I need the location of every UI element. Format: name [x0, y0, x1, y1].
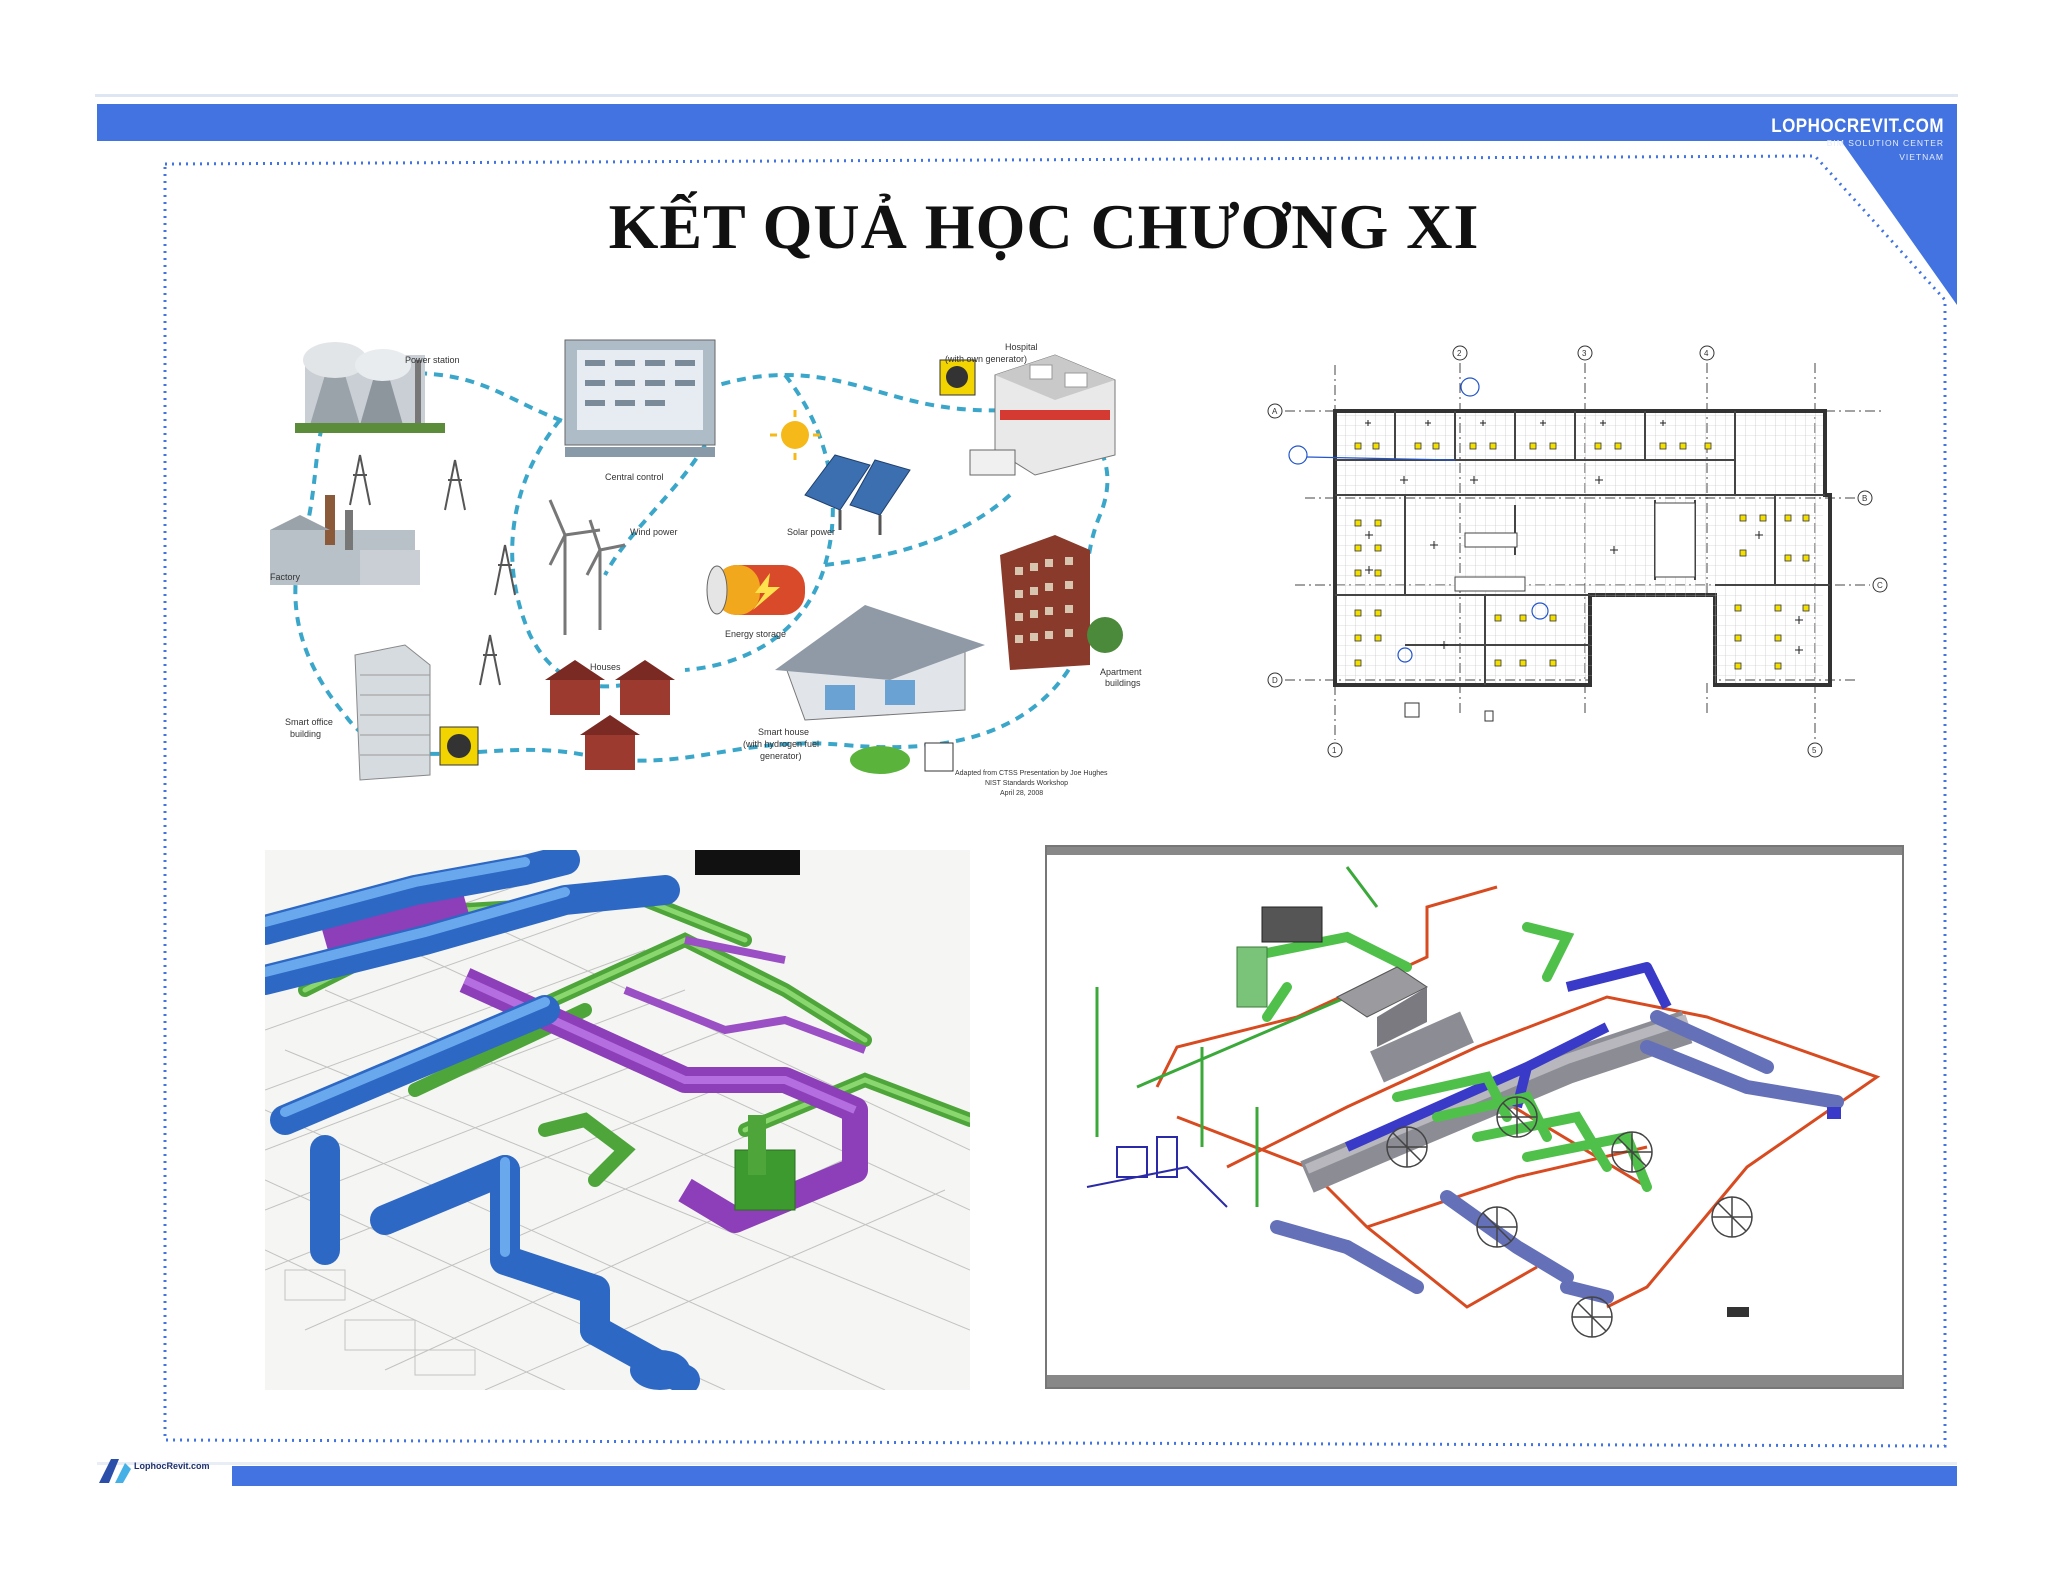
slide-title: KẾT QUẢ HỌC CHƯƠNG XI — [608, 191, 1480, 262]
footer-logo-icon — [99, 1459, 131, 1483]
svg-text:buildings: buildings — [1105, 678, 1141, 688]
brand-logo: LOPHOCREVIT.COM BIM SOLUTION CENTER VIET… — [1771, 114, 1944, 164]
svg-text:Apartment: Apartment — [1100, 667, 1142, 677]
svg-text:Houses: Houses — [590, 662, 621, 672]
brand-subtitle-2: VIETNAM — [1899, 152, 1944, 162]
smart-house-icon: Smart house (with hydrogen fuel generato… — [743, 605, 985, 774]
brand-name: LOPHOCREVIT.COM — [1771, 114, 1944, 137]
top-rule — [95, 94, 1958, 97]
duct-system-3d-view — [265, 850, 970, 1390]
svg-text:D: D — [1272, 676, 1278, 685]
smart-grid-illustration: Power station Factory — [265, 335, 1165, 810]
apartment-icon: Apartment buildings — [1000, 535, 1142, 688]
svg-text:Smart office: Smart office — [285, 717, 333, 727]
svg-text:Solar power: Solar power — [787, 527, 835, 537]
footer-logo-text: LophocRevit.com — [134, 1461, 210, 1471]
svg-text:generator): generator) — [760, 751, 802, 761]
svg-text:Factory: Factory — [270, 572, 301, 582]
mep-model-3d-view — [1045, 845, 1904, 1389]
svg-text:A: A — [1272, 407, 1278, 416]
solar-power-icon: Solar power — [770, 410, 911, 537]
svg-text:(with own generator): (with own generator) — [945, 354, 1027, 364]
hospital-icon: Hospital (with own generator) — [939, 342, 1116, 476]
svg-text:4: 4 — [1704, 349, 1709, 358]
svg-text:Power station: Power station — [405, 355, 460, 365]
top-accent-bar — [97, 104, 1957, 141]
footer-accent-bar — [232, 1466, 1957, 1486]
svg-text:C: C — [1877, 581, 1883, 590]
power-station-icon: Power station — [295, 342, 460, 433]
floor-plan-drawing: 2 3 4 A B C D 1 5 — [1255, 345, 1895, 765]
svg-text:Central control: Central control — [605, 472, 664, 482]
central-control-icon: Central control — [564, 339, 716, 482]
svg-text:1: 1 — [1332, 746, 1337, 755]
svg-text:B: B — [1862, 494, 1867, 503]
svg-text:2: 2 — [1457, 349, 1462, 358]
brand-subtitle-1: BIM SOLUTION CENTER — [1826, 138, 1944, 148]
energy-storage-icon: Energy storage — [706, 565, 805, 639]
wind-power-icon — [548, 499, 626, 635]
svg-text:NIST Standards Workshop: NIST Standards Workshop — [985, 780, 1068, 787]
houses-icon: Houses — [545, 660, 675, 770]
svg-text:building: building — [290, 729, 321, 739]
svg-text:Hospital: Hospital — [1005, 342, 1038, 352]
footer-rule — [97, 1462, 1957, 1465]
svg-text:Smart house: Smart house — [758, 727, 809, 737]
svg-text:3: 3 — [1582, 349, 1587, 358]
svg-text:Energy storage: Energy storage — [725, 629, 786, 639]
smart-office-icon: Smart office building — [285, 644, 479, 781]
svg-text:Wind power: Wind power — [630, 527, 678, 537]
factory-icon: Factory — [270, 495, 420, 585]
svg-text:5: 5 — [1812, 746, 1817, 755]
svg-text:(with hydrogen fuel: (with hydrogen fuel — [743, 739, 819, 749]
svg-text:April 28, 2008: April 28, 2008 — [1000, 790, 1043, 797]
svg-text:Adapted from CTSS Presentation: Adapted from CTSS Presentation by Joe Hu… — [955, 770, 1108, 777]
